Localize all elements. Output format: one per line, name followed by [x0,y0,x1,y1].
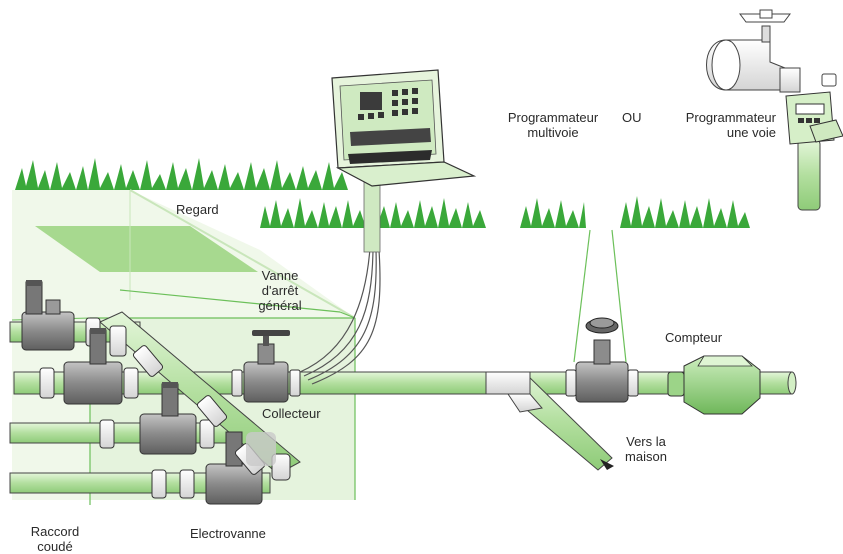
electrovanne-2 [39,328,139,405]
label-prog-multi-line1: Programmateur [507,110,599,125]
label-vanne-line3: général [258,298,302,313]
label-regard: Regard [176,202,219,217]
programmateur-une-voie-device [706,9,843,211]
electrovanne-3 [99,382,215,455]
label-programmateur-une-voie: Programmateur une voie [660,110,776,140]
grass-strip-left [15,158,348,190]
grass-strip-small [520,198,586,228]
label-prog-une-line1: Programmateur [685,110,776,125]
label-vers-la-maison: Vers la maison [616,434,676,464]
house-branch-pipe [485,371,614,471]
label-vers-line1: Vers la [626,434,666,449]
label-programmateur-multivoie: Programmateur multivoie [500,110,606,140]
compteur-meter [667,355,761,415]
label-collecteur: Collecteur [262,406,321,421]
raccord-coude [109,325,291,481]
vanne-compteur [565,317,639,403]
vanne-arret-general [231,330,301,403]
label-raccord-line1: Raccord [30,524,80,539]
label-raccord-coude: Raccord coudé [20,524,90,554]
guide-lines [119,229,627,363]
label-vanne-arret-general: Vanne d'arrêt général [250,268,310,313]
programmateur-multivoie-device [331,69,477,253]
regard-lid [35,226,258,272]
label-compteur: Compteur [665,330,723,345]
label-prog-une-line2: une voie [726,125,776,140]
label-raccord-line2: coudé [37,539,73,554]
branch-pipe-4 [9,472,271,494]
label-vanne-line2: d'arrêt [261,283,299,298]
label-prog-multi-line2: multivoie [527,125,579,140]
label-ou: OU [622,110,642,125]
label-electrovanne: Electrovanne [190,526,266,541]
label-vers-line2: maison [625,449,667,464]
label-vanne-line1: Vanne [261,268,299,283]
electrovanne-4 [151,431,263,505]
electrovanne-1 [21,280,101,351]
grass-strip-right [620,196,750,228]
